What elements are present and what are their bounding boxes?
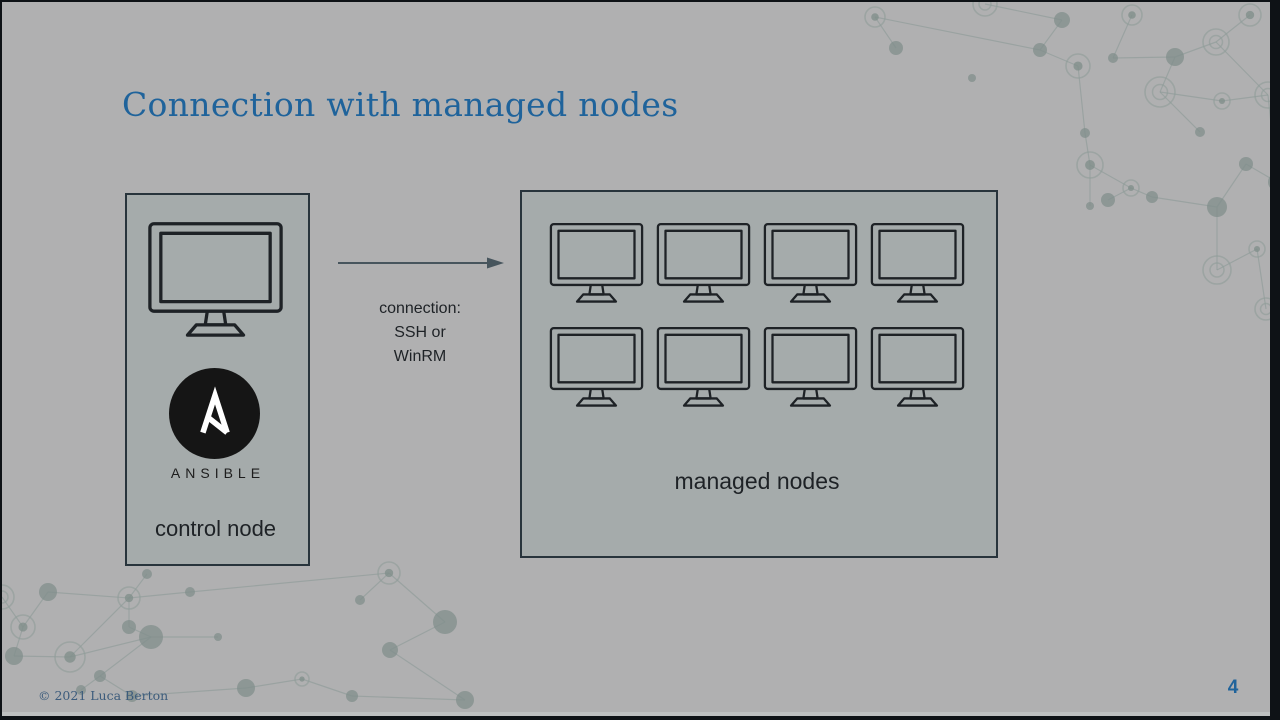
monitor-icon: [870, 327, 965, 407]
control-node-label: control node: [154, 516, 277, 541]
monitor-icon: [763, 223, 858, 303]
left-edge-bar: [0, 0, 2, 720]
managed-nodes-label: managed nodes: [674, 468, 840, 494]
monitor-icon: [763, 327, 858, 407]
ansible-wordmark: ANSIBLE: [170, 465, 266, 481]
copyright-text: © 2021 Luca Berton: [38, 688, 169, 703]
managed-nodes-box: [520, 190, 998, 558]
monitor-icon: [656, 223, 751, 303]
managed-nodes-grid: [549, 222, 965, 412]
monitor-icon: [656, 327, 751, 407]
top-edge-bar: [0, 0, 1280, 2]
right-arrow-icon: [338, 257, 504, 269]
ansible-a-glyph: [199, 385, 230, 435]
monitor-icon: [549, 223, 644, 303]
bottom-edge-bar: [0, 716, 1280, 720]
monitor-icon: [549, 327, 644, 407]
bottom-light-strip: [0, 712, 1280, 716]
connection-line-1: connection:: [379, 300, 461, 317]
right-edge-bar: [1270, 0, 1280, 720]
ansible-logo-icon: [169, 368, 260, 459]
monitor-icon: [148, 222, 283, 337]
page-title: Connection with managed nodes: [122, 85, 679, 124]
connection-text: connection: SSH or WinRM: [344, 297, 496, 369]
connection-line-2: SSH or: [394, 324, 446, 341]
connection-line-3: WinRM: [393, 348, 447, 365]
monitor-icon: [870, 223, 965, 303]
page-number: 4: [1227, 677, 1239, 698]
